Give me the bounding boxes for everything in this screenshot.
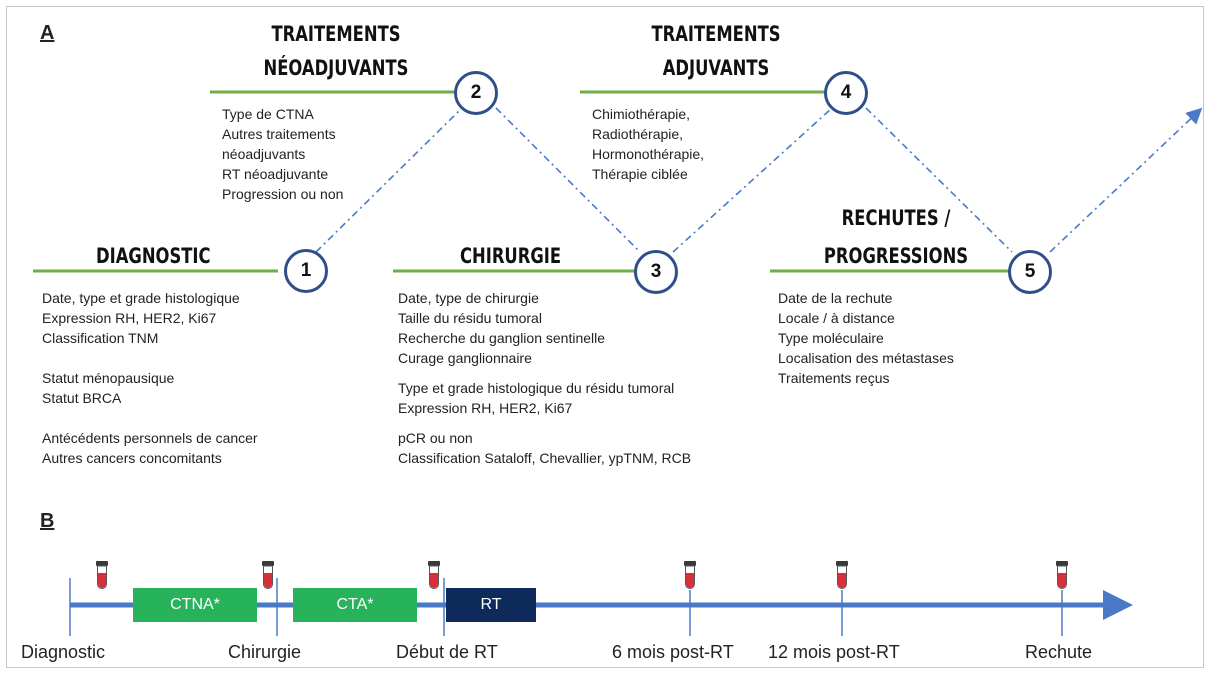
box-ctna: CTNA* bbox=[133, 588, 257, 622]
timepoint-diagnostic: Diagnostic bbox=[21, 642, 106, 662]
timepoint-debut-rt: Début de RT bbox=[396, 642, 498, 662]
timepoint-chirurgie: Chirurgie bbox=[228, 642, 302, 662]
blood-tube-icon bbox=[1056, 561, 1068, 589]
blood-tube-icon bbox=[262, 561, 274, 589]
timepoint-rechute: Rechute bbox=[1025, 642, 1093, 662]
box-cta: CTA* bbox=[293, 588, 417, 622]
blood-tube-icon bbox=[836, 561, 848, 589]
stage-2-number: 2 bbox=[454, 71, 498, 115]
stage-3-title: CHIRURGIE bbox=[460, 244, 562, 268]
panel-b-label: B bbox=[40, 510, 55, 532]
connector-3-4 bbox=[672, 107, 833, 253]
stage-1-details: Date, type et grade histologique Express… bbox=[42, 290, 258, 466]
connector-4-5 bbox=[865, 107, 1013, 253]
panel-a-label: A bbox=[40, 22, 55, 44]
stage-4-title: TRAITEMENTS ADJUVANTS bbox=[651, 22, 781, 80]
stage-5-title: RECHUTES / PROGRESSIONS bbox=[823, 206, 969, 268]
stage-1-title: DIAGNOSTIC bbox=[96, 244, 211, 268]
blood-tube-icon bbox=[96, 561, 108, 589]
blood-tube-icon bbox=[428, 561, 440, 589]
stage-4-number: 4 bbox=[824, 71, 868, 115]
figure-frame bbox=[6, 6, 1204, 668]
stage-3-number: 3 bbox=[634, 250, 678, 294]
stage-3-details: Date, type de chirurgie Taille du résidu… bbox=[398, 290, 692, 466]
timepoint-12-mois: 12 mois post-RT bbox=[768, 642, 900, 662]
connector-5-arrow bbox=[1049, 107, 1203, 253]
blood-tube-icon bbox=[684, 561, 696, 589]
connector-1-2 bbox=[315, 107, 463, 253]
timepoint-6-mois: 6 mois post-RT bbox=[612, 642, 734, 662]
stage-2-details: Type de CTNA Autres traitements néoadjuv… bbox=[222, 106, 344, 202]
stage-5-details: Date de la rechute Locale / à distance T… bbox=[778, 290, 954, 386]
stage-2-title: TRAITEMENTS NÉOADJUVANTS bbox=[263, 22, 409, 80]
stage-1-number: 1 bbox=[284, 249, 328, 293]
stage-5-number: 5 bbox=[1008, 250, 1052, 294]
box-rt: RT bbox=[446, 588, 536, 622]
stage-4-details: Chimiothérapie, Radiothérapie, Hormonoth… bbox=[592, 106, 705, 182]
